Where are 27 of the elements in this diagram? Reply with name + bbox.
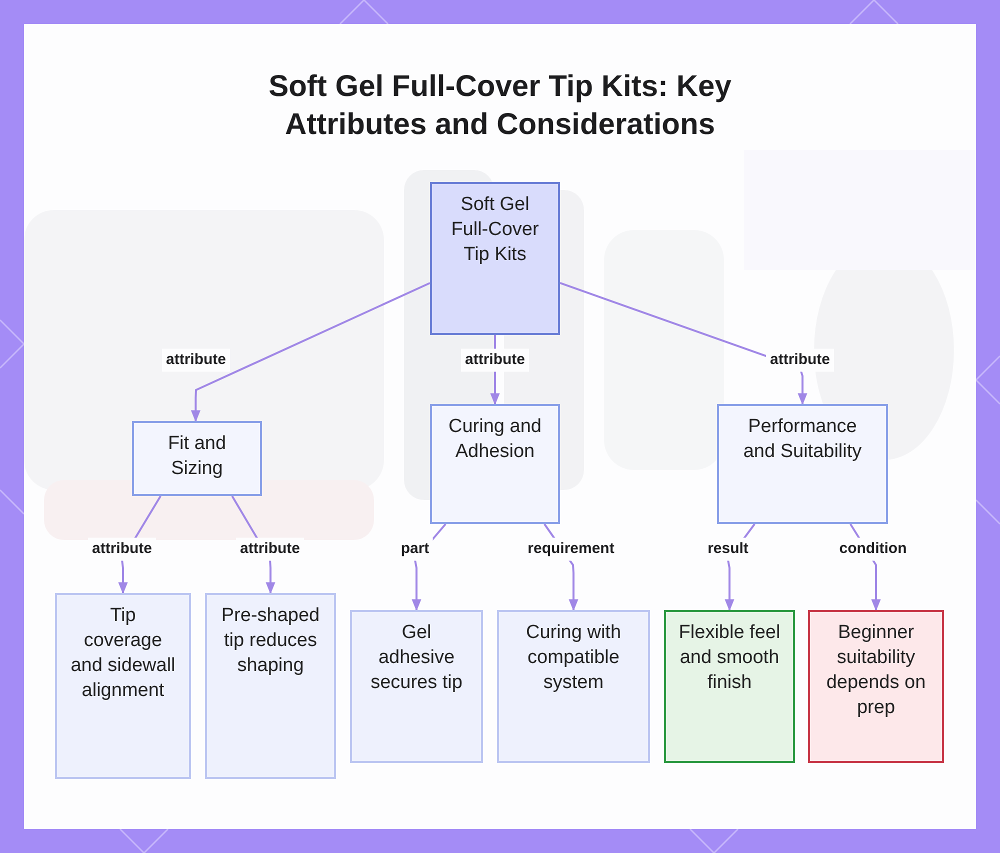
diagram-title: Soft Gel Full-Cover Tip Kits: Key Attributes and Considerations [268, 69, 732, 143]
concept-box [350, 610, 483, 763]
edge-label: attribute [236, 538, 304, 560]
concept-box [717, 404, 888, 524]
arrow [190, 282, 430, 422]
node-text: Soft Gel Full-Cover Tip Kits [450, 193, 540, 267]
node-text: Beginner suitability depends on prep [825, 621, 927, 720]
concept-box [205, 593, 336, 779]
edge-label: attribute [461, 348, 529, 372]
node-text: Curing with compatible system [524, 621, 622, 695]
edge-label: attribute [162, 348, 230, 372]
concept-box [808, 610, 944, 763]
node-text: Tip coverage and sidewall alignment [70, 604, 176, 703]
edge-label: attribute [766, 348, 834, 372]
node-text: Pre-shaped tip reduces shaping [220, 604, 321, 678]
concept-box [664, 610, 795, 763]
node-text: Flexible feel and smooth finish [678, 621, 781, 695]
concept-box [430, 182, 560, 335]
node-text: Performance and Suitability [742, 415, 863, 464]
edge-label: attribute [88, 538, 156, 560]
node-text: Fit and Sizing [166, 432, 228, 481]
concept-box [132, 421, 262, 496]
concept-box [55, 593, 191, 779]
node-text: Curing and Adhesion [448, 415, 542, 464]
concept-box [430, 404, 560, 524]
concept-box [497, 610, 650, 763]
node-text: Gel adhesive secures tip [370, 621, 464, 695]
